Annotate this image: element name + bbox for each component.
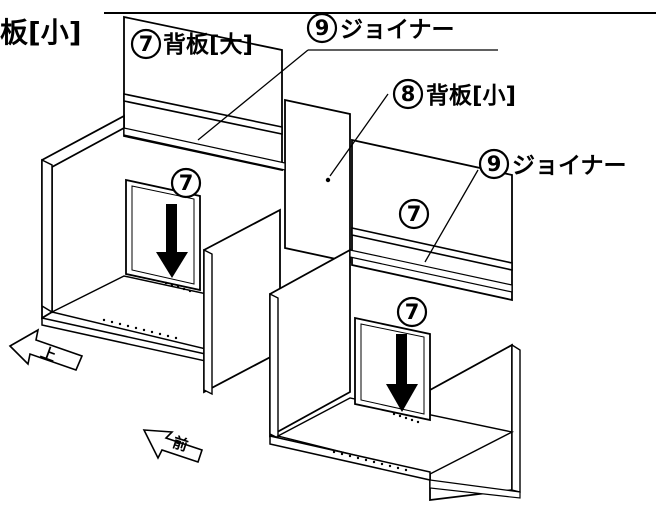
callout-number: 8: [401, 82, 416, 106]
callout-insert-left: 7: [170, 167, 202, 199]
callout-backboard-small: 8 背板[小]: [392, 78, 516, 110]
callout-text: 背板[大]: [163, 32, 253, 58]
callout-number: 9: [315, 16, 330, 40]
callout-text: ジョイナー: [512, 153, 627, 179]
direction-up-label: 上: [38, 343, 58, 365]
leader-lines: [197, 49, 498, 263]
callout-backboard-large: 7 背板[大]: [130, 28, 253, 60]
right-cabinet: [269, 248, 521, 502]
callout-joiner-right: 9 ジョイナー: [478, 148, 627, 180]
callout-number: 7: [405, 300, 420, 324]
callout-text: 背板[小]: [426, 83, 516, 109]
insert-arrow-left: [156, 204, 188, 278]
callout-insert-right: 7: [396, 296, 428, 328]
direction-up-arrow: 上: [8, 328, 84, 372]
callout-number: 9: [487, 152, 502, 176]
callout-number: 7: [407, 202, 422, 226]
joiner-strip-left: [123, 93, 283, 135]
insert-arrow-right: [386, 334, 418, 412]
backboard-small-panel: [284, 98, 351, 264]
callout-number: 7: [139, 32, 154, 56]
direction-front-label: 前: [170, 433, 190, 455]
callout-number: 7: [179, 171, 194, 195]
callout-joiner-top: 9 ジョイナー: [306, 12, 455, 44]
callout-text: ジョイナー: [340, 17, 455, 43]
direction-front-arrow: 前: [142, 429, 204, 464]
callout-panel-right-upper: 7: [398, 198, 430, 230]
left-cabinet: [41, 114, 288, 396]
page-title: 板[小]: [0, 16, 82, 49]
